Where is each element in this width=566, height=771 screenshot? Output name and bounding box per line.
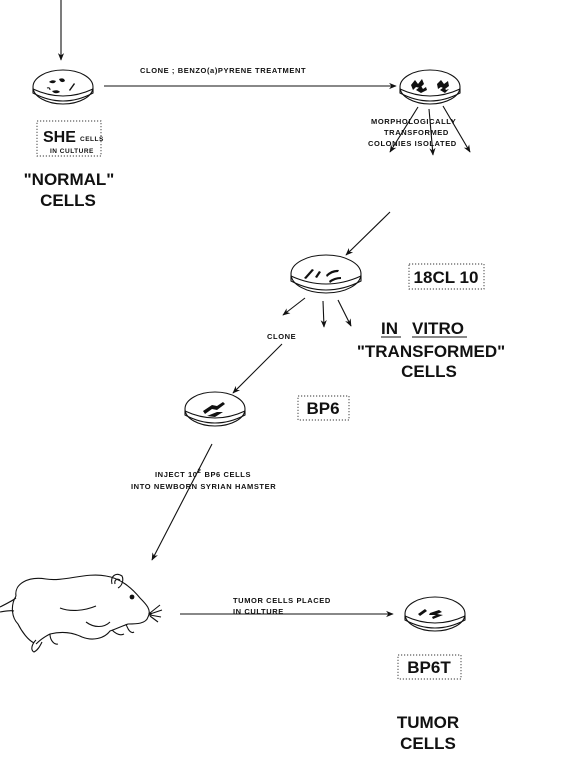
tumor-placed-text-line2: IN CULTURE xyxy=(233,607,284,616)
arrow-isolated-to-18cl10 xyxy=(346,212,390,255)
clone-text: CLONE xyxy=(267,332,296,341)
petri-dish-transformed-icon xyxy=(400,70,460,104)
morph-text-line1: MORPHOLOGICALLY xyxy=(371,117,456,126)
inject-text-sup: 2 xyxy=(198,469,202,475)
petri-dish-bp6t-icon xyxy=(405,597,465,631)
inject-text-b: BP6 CELLS xyxy=(204,470,251,479)
morph-text-line2: TRANSFORMED xyxy=(384,128,449,137)
arrow-to-bp6-dish xyxy=(233,344,282,393)
morph-text-line3: COLONIES ISOLATED xyxy=(368,139,457,148)
inject-text-a: INJECT 10 xyxy=(155,470,198,479)
petri-dish-bp6-icon xyxy=(185,392,245,426)
syrian-hamster-icon xyxy=(0,574,162,652)
arrow-clone-left xyxy=(283,298,305,315)
bp6-label: BP6 xyxy=(306,399,339,418)
normal-label-line2: CELLS xyxy=(40,191,96,210)
arrow-to-hamster xyxy=(152,444,212,560)
arrow-clone-mid xyxy=(323,301,324,327)
inject-text-line2: INTO NEWBORN SYRIAN HAMSTER xyxy=(131,482,276,491)
petri-dish-she-icon xyxy=(33,70,93,104)
arrow-clone-right xyxy=(338,300,351,326)
she-label-cells: CELLS xyxy=(80,136,104,143)
tumor-label-line1: TUMOR xyxy=(397,713,459,732)
tumor-label-line2: CELLS xyxy=(400,734,456,753)
petri-dish-18cl10-icon xyxy=(291,255,361,293)
tumor-placed-text-line1: TUMOR CELLS PLACED xyxy=(233,596,331,605)
cl10-label: 18CL 10 xyxy=(414,268,479,287)
bp6t-label: BP6T xyxy=(407,658,451,677)
she-label-main: SHE xyxy=(43,129,76,146)
clone-benzo-text: CLONE ; BENZO(a)PYRENE TREATMENT xyxy=(140,66,306,75)
normal-label-line1: "NORMAL" xyxy=(24,170,115,189)
in-vitro-line3: CELLS xyxy=(401,362,457,381)
in-vitro-word2: VITRO xyxy=(412,319,464,338)
in-vitro-line2: "TRANSFORMED" xyxy=(357,342,505,361)
in-vitro-word1: IN xyxy=(381,319,398,338)
she-label-in-culture: IN CULTURE xyxy=(50,148,94,155)
